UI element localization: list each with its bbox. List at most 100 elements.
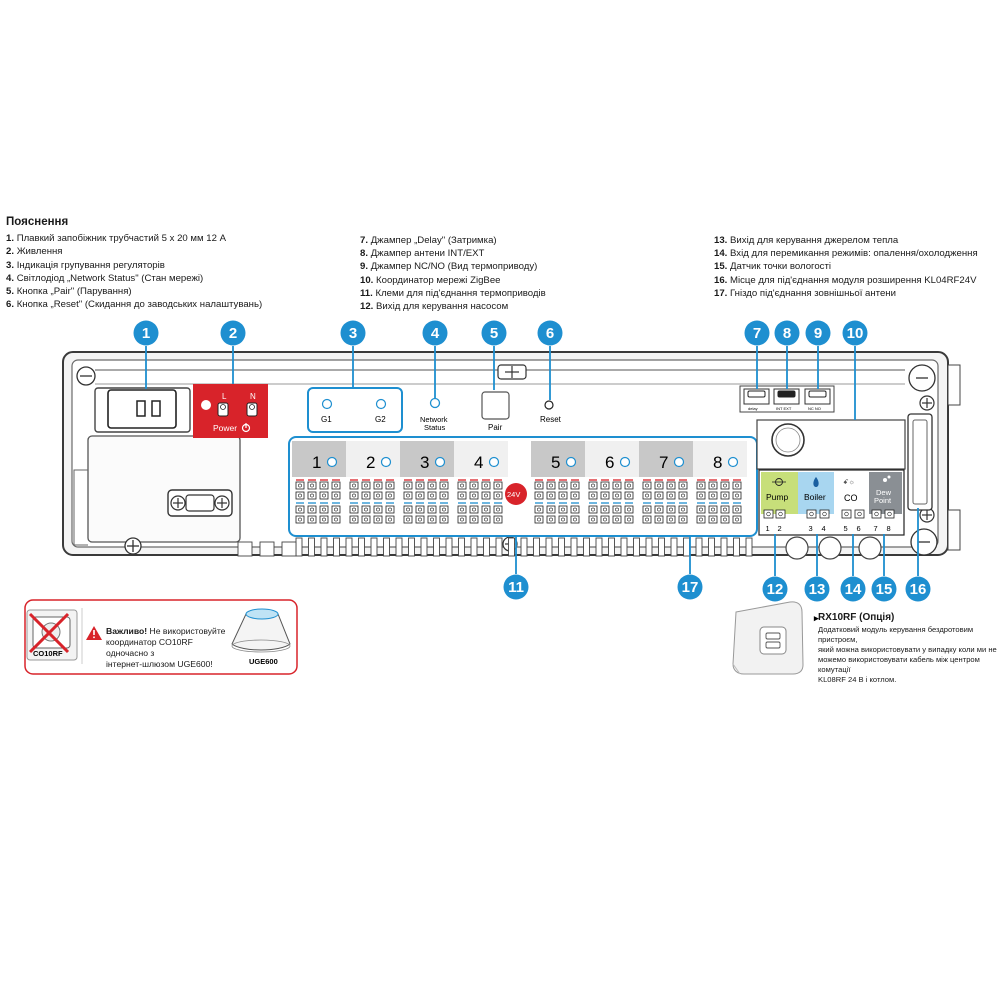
screw-icon	[76, 366, 96, 386]
warning-text: Важливо! Не використовуйте координатор C…	[106, 626, 226, 669]
terminal-screw	[415, 491, 425, 500]
jumper-int-ext[interactable]: INT EXT	[773, 388, 800, 411]
legend-column-3: 13. Вихід для керування джерелом тепла 1…	[714, 234, 978, 300]
boiler-label: Boiler	[804, 492, 826, 502]
terminal-screw	[403, 481, 413, 490]
dew-label-1: Dew	[876, 488, 892, 497]
terminal-screw	[570, 491, 580, 500]
zone-terminals-frame	[288, 436, 758, 537]
legend-item: 17. Гніздо під'єднання зовнішньої антени	[714, 287, 896, 299]
zigbee-coordinator-slot	[756, 419, 906, 470]
callout-17: 17	[677, 574, 703, 600]
zone-block-3: 3	[400, 441, 454, 524]
legend-column-1: Пояснення 1. Плавкий запобіжник трубчаст…	[6, 216, 262, 311]
legend-item: 9. Джампер NC/NO (Вид термоприводу)	[360, 261, 538, 273]
terminal-screw	[415, 481, 425, 490]
legend-item: 5. Кнопка „Pair" (Парування)	[6, 286, 132, 298]
terminal-screw	[403, 491, 413, 500]
terminal-screw	[732, 481, 742, 490]
terminal-teeth	[237, 537, 753, 557]
terminal-screw	[678, 505, 688, 514]
pump-icon	[772, 478, 786, 486]
dew-label-2: Point	[874, 496, 892, 505]
terminal-screw	[546, 505, 556, 514]
zone-block-2: 2	[346, 441, 400, 524]
zone-number: 2	[366, 453, 375, 472]
zone-block-8: 8	[693, 441, 747, 524]
legend-item: 2. Живлення	[6, 246, 63, 258]
terminal-screw	[624, 515, 634, 524]
terminal-screw	[678, 491, 688, 500]
heat-cool-icon: ꗃ☼	[843, 478, 855, 486]
reset-button[interactable]: Reset	[540, 400, 562, 424]
output-terminal-2: 2	[775, 509, 786, 533]
terminal-screw	[295, 505, 305, 514]
zone-led	[488, 456, 500, 468]
terminal-screw	[720, 515, 730, 524]
jumper-delay[interactable]: delay	[743, 388, 770, 411]
output-terminal-number: 6	[857, 524, 861, 533]
terminal-screw	[439, 481, 449, 490]
zone-number: 5	[551, 453, 560, 472]
pump-label: Pump	[766, 492, 788, 502]
output-terminal-number: 8	[887, 524, 891, 533]
terminal-screw	[319, 515, 329, 524]
legend-item: 11. Клеми для під'єднання термоприводів	[360, 287, 546, 299]
legend-item: 14. Вхід для перемикання режимів: опален…	[714, 248, 978, 260]
terminal-screw	[708, 515, 718, 524]
terminal-screw	[457, 491, 467, 500]
svg-text:ꗃ☼: ꗃ☼	[843, 478, 855, 486]
terminal-screw	[570, 505, 580, 514]
callout-number: 3	[349, 325, 357, 342]
callout-4: 4	[422, 320, 448, 346]
terminal-screw	[654, 491, 664, 500]
legend-item: 13. Вихід для керування джерелом тепла	[714, 235, 899, 246]
callout-16: 16	[905, 576, 931, 602]
terminal-screw	[457, 515, 467, 524]
terminal-screw	[457, 481, 467, 490]
terminal-screw	[558, 505, 568, 514]
rx10rf-title: RX10RF (Опція)	[818, 612, 895, 623]
screw-icon	[124, 537, 142, 555]
co-label: CO	[844, 493, 858, 503]
callout-number: 6	[546, 325, 554, 342]
screw-icon	[497, 364, 527, 380]
terminal-screw	[546, 481, 556, 490]
terminal-screw	[415, 515, 425, 524]
screw-icon	[170, 495, 186, 511]
svg-text:24V: 24V	[507, 490, 520, 499]
pair-button[interactable]: Pair	[481, 391, 510, 432]
terminal-screw	[720, 481, 730, 490]
network-status-led: Network Status	[420, 397, 448, 432]
terminal-screw	[642, 481, 652, 490]
power-block: L N Power	[193, 384, 268, 438]
callout-number: 13	[809, 581, 826, 598]
group-indicator: G1 G2	[307, 387, 403, 433]
callout-1: 1	[133, 320, 159, 346]
callout-8: 8	[774, 320, 800, 346]
power-n-label: N	[250, 392, 256, 401]
terminal-screw	[612, 481, 622, 490]
terminal-screw	[361, 515, 371, 524]
terminal-screw	[732, 515, 742, 524]
terminal-screw	[457, 505, 467, 514]
jumper-nc-no[interactable]: NC NO	[804, 388, 831, 411]
callout-number: 7	[753, 325, 761, 342]
pair-label: Pair	[488, 423, 503, 432]
terminal-screw	[666, 505, 676, 514]
terminal-screw	[654, 481, 664, 490]
terminal-screw	[481, 491, 491, 500]
terminal-screw	[732, 505, 742, 514]
terminal-screw	[349, 515, 359, 524]
terminal-screw	[427, 481, 437, 490]
output-terminal-number: 1	[766, 524, 770, 533]
terminal-screw	[678, 515, 688, 524]
terminal-screw	[469, 491, 479, 500]
rx10rf-description: RX10RF (Опція) Додатковий модуль керуван…	[818, 612, 997, 685]
callout-number: 4	[431, 325, 440, 342]
terminal-screw	[720, 491, 730, 500]
terminal-screw	[361, 505, 371, 514]
terminal-screw	[493, 481, 503, 490]
